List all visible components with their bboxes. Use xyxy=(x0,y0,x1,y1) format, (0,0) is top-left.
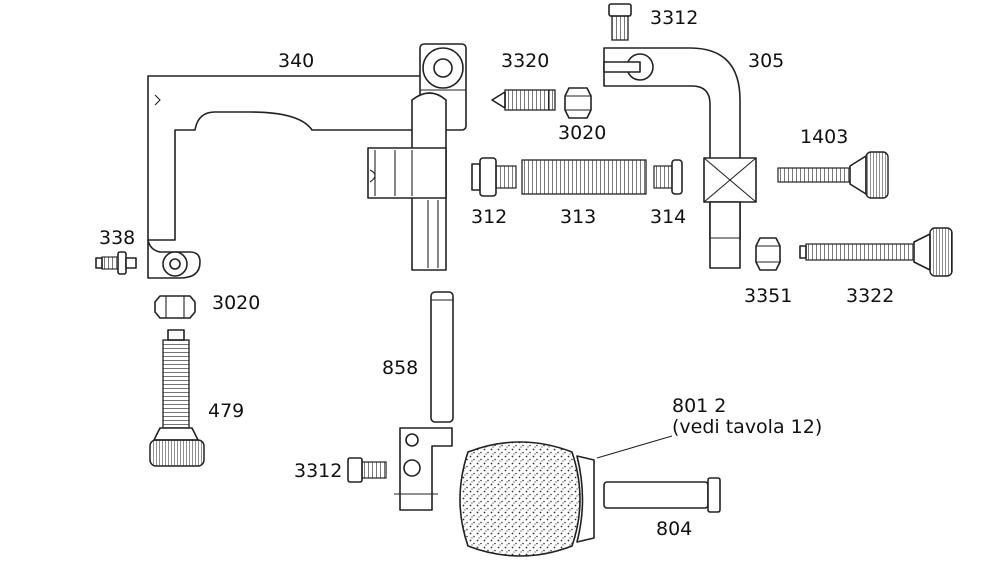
part-338-pin xyxy=(95,251,137,275)
part-3020-left-nut xyxy=(154,295,196,319)
label-314: 314 xyxy=(650,206,686,228)
label-338: 338 xyxy=(99,227,135,249)
part-340-column xyxy=(367,92,447,271)
label-3020-left: 3020 xyxy=(212,292,260,314)
label-8012-line2: (vedi tavola 12) xyxy=(672,416,822,438)
label-479: 479 xyxy=(208,400,244,422)
part-305-bracket xyxy=(603,47,757,269)
part-313-spring xyxy=(521,159,647,195)
part-314-cap xyxy=(653,159,683,195)
part-858-pin-bracket xyxy=(394,291,454,511)
part-479-bolt xyxy=(149,329,205,467)
leader-line-8012 xyxy=(596,435,673,459)
part-312-plug xyxy=(471,157,517,197)
part-3351-nut xyxy=(755,237,781,271)
label-8012-line1: 801 2 xyxy=(672,395,726,417)
label-3020-mid: 3020 xyxy=(558,122,606,144)
label-340: 340 xyxy=(278,50,314,72)
part-804-sleeve xyxy=(603,477,721,513)
label-858: 858 xyxy=(382,357,418,379)
part-3312-top-screw xyxy=(608,3,632,41)
part-3320-setscrew xyxy=(491,89,556,111)
label-313: 313 xyxy=(560,206,596,228)
label-3312-bottom: 3312 xyxy=(294,460,342,482)
label-3351: 3351 xyxy=(744,285,792,307)
label-305: 305 xyxy=(748,50,784,72)
label-3312-top: 3312 xyxy=(650,7,698,29)
part-3020-mid-nut xyxy=(564,87,592,119)
part-3322-long-screw xyxy=(799,227,953,277)
label-3320: 3320 xyxy=(501,50,549,72)
part-3312-bottom-screw xyxy=(347,457,387,483)
label-1403: 1403 xyxy=(800,126,848,148)
part-1403-knob-screw xyxy=(777,151,889,199)
label-312: 312 xyxy=(471,206,507,228)
label-3322: 3322 xyxy=(846,285,894,307)
label-804: 804 xyxy=(656,518,692,540)
part-8012-drum xyxy=(459,441,595,557)
